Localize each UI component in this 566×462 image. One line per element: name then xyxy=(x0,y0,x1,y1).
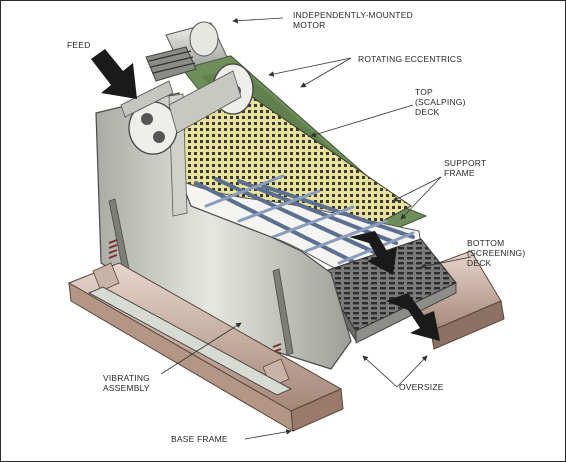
bottom-deck-label-line3: DECK xyxy=(467,258,492,268)
bottom-deck-label-line2: (SCREENING) xyxy=(467,248,526,258)
flow-arrow-upper xyxy=(349,231,397,275)
top-deck-label-line1: TOP xyxy=(415,87,433,97)
support-frame-label: SUPPORT FRAME xyxy=(444,158,486,178)
feed-label: FEED xyxy=(67,40,91,50)
bottom-deck-label: BOTTOM (SCREENING) DECK xyxy=(467,238,525,268)
top-deck-label-line2: (SCALPING) xyxy=(415,97,466,107)
support-frame-label-line2: FRAME xyxy=(444,168,475,178)
top-deck-label: TOP (SCALPING) DECK xyxy=(415,87,466,117)
mounting-bar xyxy=(87,286,293,396)
motor xyxy=(145,21,228,82)
oversize-arrow xyxy=(386,293,440,341)
top-deck-label-line3: DECK xyxy=(415,107,440,117)
eccentric-disc-front xyxy=(128,101,178,155)
oversize-label: OVERSIZE xyxy=(399,382,444,392)
spring-left xyxy=(108,239,118,259)
feed-arrow xyxy=(91,49,137,99)
spring-right xyxy=(272,343,282,363)
leader-lines xyxy=(160,17,472,440)
base-frame-label: BASE FRAME xyxy=(171,434,228,444)
motor-label: INDEPENDENTLY-MOUNTED MOTOR xyxy=(293,10,413,30)
support-frame-label-line1: SUPPORT xyxy=(444,158,487,168)
motor-label-line2: MOTOR xyxy=(293,20,326,30)
motor-label-line1: INDEPENDENTLY-MOUNTED xyxy=(293,10,413,20)
vibrating-assembly-label-line2: ASSEMBLY xyxy=(103,383,150,393)
eccentrics-label: ROTATING ECCENTRICS xyxy=(358,54,463,64)
vibrating-assembly-label: VIBRATING ASSEMBLY xyxy=(103,373,150,393)
bottom-deck-label-line1: BOTTOM xyxy=(467,238,505,248)
vibrating-assembly-label-line1: VIBRATING xyxy=(103,373,150,383)
